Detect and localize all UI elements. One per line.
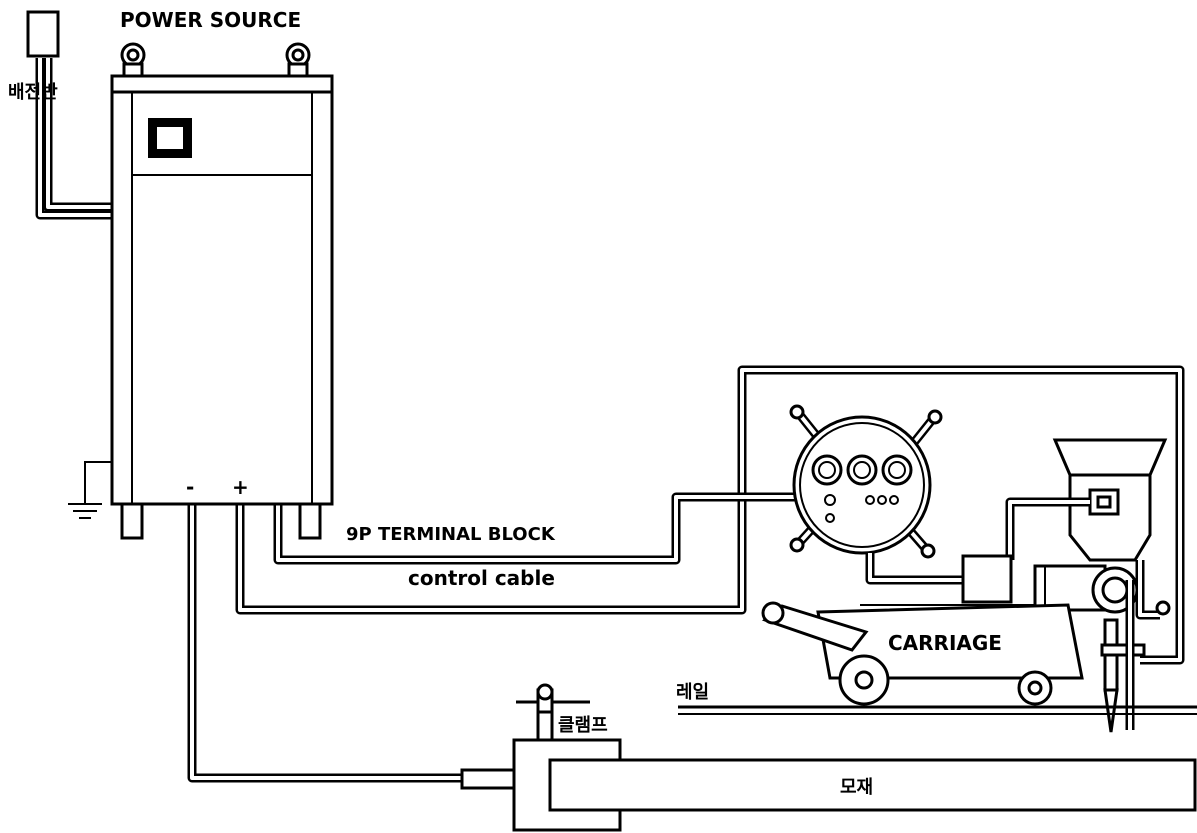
- knob-icon: [846, 454, 878, 486]
- ground-icon: [68, 498, 102, 519]
- power-source: POWER SOURCE - +: [110, 8, 334, 540]
- distribution-panel-label: 배전반: [8, 82, 58, 103]
- carriage-body: [816, 603, 1084, 680]
- base-metal-plate: [548, 758, 1197, 812]
- control-cable-label: control cable: [408, 566, 555, 590]
- base-metal-label: 모재: [840, 777, 873, 798]
- base-metal: 모재: [548, 758, 1197, 812]
- power-source-label: POWER SOURCE: [120, 8, 301, 32]
- terminal-block-label: 9P TERMINAL BLOCK: [346, 524, 556, 545]
- distribution-panel: 배전반: [8, 10, 60, 103]
- cables: [35, 58, 1185, 783]
- control-box: [789, 404, 943, 559]
- rail: 레일: [676, 682, 1197, 715]
- flux-hopper: [1005, 438, 1168, 562]
- knob-icon: [811, 454, 843, 486]
- minus-cable: [187, 505, 462, 783]
- carriage: CARRIAGE: [761, 554, 1139, 706]
- plus-terminal-label: +: [232, 475, 249, 499]
- rail-label: 레일: [676, 682, 709, 703]
- welding-torch: [1100, 560, 1171, 733]
- power-source-body: [110, 90, 334, 506]
- knob-icon: [881, 454, 913, 486]
- ground-wire: [84, 461, 112, 498]
- minus-terminal-label: -: [186, 475, 194, 499]
- clamp-label: 클램프: [558, 715, 608, 736]
- carriage-label: CARRIAGE: [888, 631, 1002, 655]
